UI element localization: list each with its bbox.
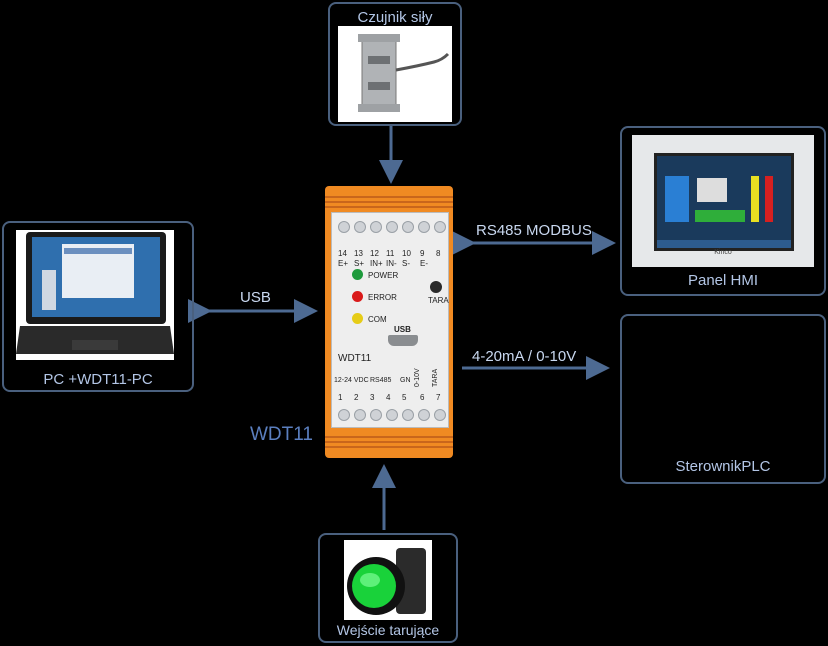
laptop-image [16, 230, 174, 360]
plc-caption: SterownikPLC [675, 458, 771, 475]
label-gn: GN [400, 377, 411, 384]
load-cell-image [338, 26, 452, 122]
device-bottom-ridges [325, 436, 453, 450]
pc-caption: PC +WDT11-PC [43, 371, 153, 388]
wdt11-device: 14 13 12 11 10 9 8 E+ S+ IN+ IN- S- E- P… [325, 186, 453, 458]
tare-button-image [344, 540, 432, 620]
plc-box [620, 314, 826, 484]
label-rs485: RS485 [370, 377, 392, 384]
analog-connection-label: 4-20mA / 0-10V [472, 348, 577, 365]
usb-port[interactable] [388, 335, 418, 346]
usb-port-label: USB [394, 325, 411, 334]
label-analog: 0-10V [414, 368, 421, 387]
button-caption: Wejście tarujące [336, 622, 440, 638]
device-caption: WDT11 [250, 424, 313, 445]
device-front-panel: 14 13 12 11 10 9 8 E+ S+ IN+ IN- S- E- P… [331, 212, 449, 428]
sensor-caption: Czujnik siły [357, 9, 433, 26]
hmi-brand: Kinco [714, 249, 732, 256]
rs485-connection-label: RS485 MODBUS [476, 222, 592, 239]
button-box [318, 533, 458, 643]
error-led [352, 291, 363, 302]
label-tara: TARA [432, 368, 439, 387]
device-model-label: WDT11 [338, 353, 372, 364]
com-led [352, 313, 363, 324]
com-led-label: COM [368, 315, 387, 324]
top-terminals [338, 221, 450, 233]
hmi-caption: Panel HMI [687, 272, 759, 289]
error-led-label: ERROR [368, 293, 397, 302]
tara-button[interactable] [430, 281, 442, 293]
power-led [352, 269, 363, 280]
sensor-box [328, 2, 462, 126]
usb-connection-label: USB [240, 289, 271, 306]
bottom-terminals [338, 409, 450, 421]
hmi-box [620, 126, 826, 296]
tara-button-label: TARA [428, 296, 449, 305]
pc-box [2, 221, 194, 392]
label-supply: 12-24 VDC [334, 377, 369, 384]
hmi-screen [654, 153, 794, 251]
power-led-label: POWER [368, 271, 399, 280]
hmi-panel-image: Kinco [632, 135, 814, 267]
device-top-ridges [325, 196, 453, 208]
